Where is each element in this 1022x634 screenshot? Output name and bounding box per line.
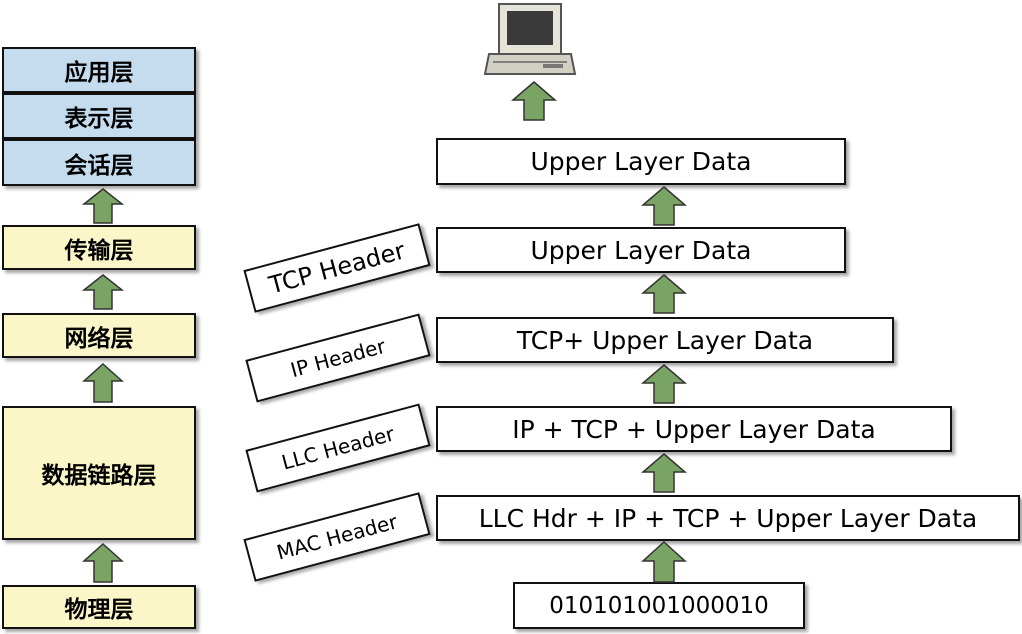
llc-header-tag: LLC Header	[245, 403, 431, 493]
osi-layer-session: 会话层	[2, 139, 196, 186]
mac-header-tag: MAC Header	[243, 492, 431, 582]
osi-layer-presentation: 表示层	[2, 93, 196, 139]
up-arrow-icon	[82, 542, 124, 583]
data-unit-network: TCP+ Upper Layer Data	[436, 317, 894, 363]
data-unit-transport: Upper Layer Data	[436, 227, 846, 273]
up-arrow-icon	[510, 81, 558, 121]
data-unit-bits: 010101001000010	[513, 582, 805, 629]
osi-layer-datalink: 数据链路层	[2, 406, 196, 540]
ip-header-tag: IP Header	[245, 313, 431, 403]
data-unit-application: Upper Layer Data	[436, 138, 846, 185]
tcp-header-tag: TCP Header	[243, 223, 431, 313]
up-arrow-icon	[81, 188, 125, 224]
up-arrow-icon	[640, 364, 688, 404]
data-unit-frame: LLC Hdr + IP + TCP + Upper Layer Data	[436, 495, 1020, 541]
osi-layer-network: 网络层	[2, 313, 196, 358]
up-arrow-icon	[641, 540, 687, 583]
data-unit-llc: IP + TCP + Upper Layer Data	[436, 406, 952, 452]
osi-layer-application: 应用层	[2, 47, 196, 93]
computer-icon	[483, 3, 577, 75]
osi-layer-transport: 传输层	[2, 225, 196, 270]
osi-layer-physical: 物理层	[2, 585, 196, 629]
up-arrow-icon	[640, 186, 688, 226]
up-arrow-icon	[81, 274, 125, 310]
up-arrow-icon	[640, 274, 688, 314]
up-arrow-icon	[82, 362, 124, 403]
up-arrow-icon	[640, 453, 688, 493]
